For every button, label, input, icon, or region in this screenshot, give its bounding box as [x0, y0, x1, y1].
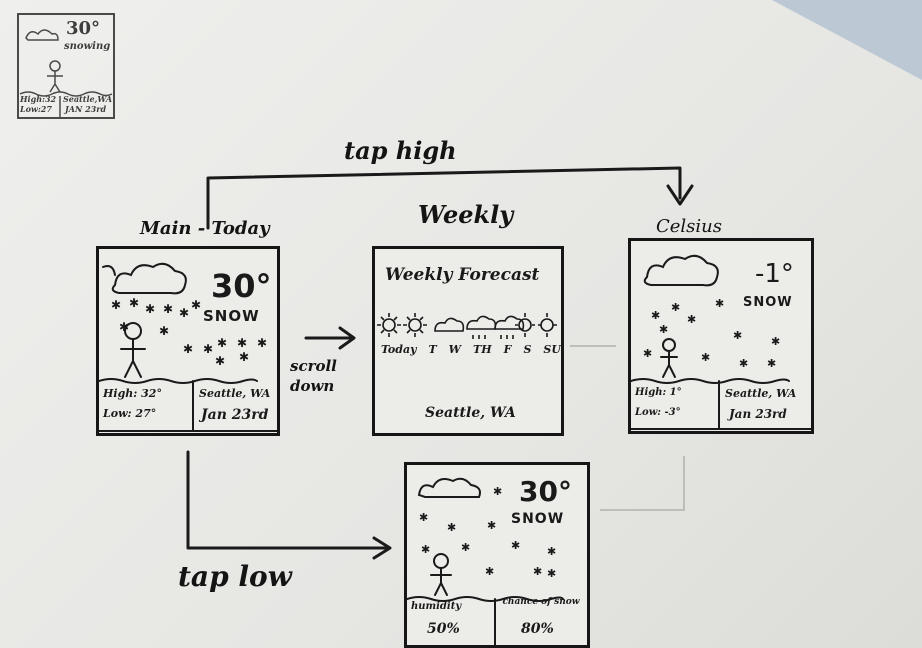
cloud-icon — [645, 256, 718, 286]
weekly-heading: Weekly Forecast — [385, 265, 539, 285]
svg-text:✱: ✱ — [163, 302, 173, 316]
svg-text:✱: ✱ — [237, 336, 247, 350]
sun-icon — [515, 313, 535, 337]
svg-text:✱: ✱ — [485, 565, 494, 578]
chance-label: chance of snow — [501, 597, 581, 607]
celsius-temp: -1° — [755, 259, 794, 289]
low-temp: 30° — [519, 475, 572, 508]
thumb-low: Low:27 — [20, 104, 52, 114]
svg-text:✱: ✱ — [145, 302, 155, 316]
svg-text:✱: ✱ — [217, 336, 227, 350]
svg-text:✱: ✱ — [643, 347, 652, 360]
svg-text:✱: ✱ — [733, 329, 742, 342]
cloud-icon — [113, 264, 186, 294]
day-fri: F — [504, 343, 512, 356]
weekly-city: Seattle, WA — [425, 405, 516, 421]
weekly-title: Weekly — [418, 200, 513, 229]
svg-text:✱: ✱ — [493, 485, 502, 498]
svg-text:✱: ✱ — [421, 543, 430, 556]
main-today-screen: ✱✱✱ ✱✱✱ ✱✱✱ ✱✱✱ ✱✱✱ 30° SNOW High: 32° L… — [96, 246, 280, 436]
thumb-date: JAN 23rd — [65, 104, 106, 114]
main-high: High: 32° — [103, 387, 162, 400]
thumb-city: Seattle,WA — [63, 94, 112, 104]
svg-text:✱: ✱ — [671, 301, 680, 314]
sun-icon — [403, 313, 427, 337]
svg-text:✱: ✱ — [659, 323, 668, 336]
celsius-screen: ✱✱✱ ✱✱✱ ✱✱✱ ✱✱ -1° SNOW High: 1° Low: -3… — [628, 238, 814, 434]
weekly-days: Today T W TH F S SU — [381, 343, 561, 356]
person-icon — [663, 339, 675, 351]
svg-text:✱: ✱ — [487, 519, 496, 532]
day-sun: SU — [543, 343, 561, 356]
chance-value: 80% — [521, 621, 554, 637]
svg-text:✱: ✱ — [651, 309, 660, 322]
day-thu: TH — [473, 343, 492, 356]
svg-text:✱: ✱ — [461, 541, 470, 554]
scroll-down-label: scroll down — [290, 356, 350, 396]
tap-high-label: tap high — [344, 136, 457, 165]
svg-text:✱: ✱ — [203, 342, 213, 356]
svg-text:✱: ✱ — [739, 357, 748, 370]
celsius-city: Seattle, WA — [725, 387, 796, 400]
main-cond: SNOW — [203, 307, 260, 325]
main-low: Low: 27° — [103, 407, 156, 420]
sun-icon — [538, 313, 557, 337]
svg-text:✱: ✱ — [129, 296, 139, 310]
svg-text:✱: ✱ — [447, 521, 456, 534]
tap-low-path — [188, 452, 388, 548]
thumb-cond: snowing — [64, 41, 110, 52]
cloud-icon — [435, 318, 463, 331]
celsius-cond: SNOW — [743, 295, 793, 310]
celsius-high: High: 1° — [635, 387, 682, 398]
svg-text:✱: ✱ — [419, 511, 428, 524]
svg-text:✱: ✱ — [511, 539, 520, 552]
humidity-label: humidity — [411, 601, 461, 612]
tap-low-label: tap low — [178, 560, 292, 593]
day-wed: W — [449, 343, 461, 356]
svg-text:✱: ✱ — [767, 357, 776, 370]
cloud-icon — [467, 316, 495, 329]
main-date: Jan 23rd — [201, 407, 268, 423]
main-city: Seattle, WA — [199, 387, 270, 400]
humidity-value: 50% — [427, 621, 460, 637]
svg-text:✱: ✱ — [771, 335, 780, 348]
svg-text:✱: ✱ — [111, 298, 121, 312]
svg-text:✱: ✱ — [183, 342, 193, 356]
day-sat: S — [523, 343, 531, 356]
svg-text:✱: ✱ — [191, 298, 201, 312]
celsius-date: Jan 23rd — [729, 407, 787, 421]
svg-text:✱: ✱ — [715, 297, 724, 310]
day-today: Today — [381, 343, 416, 356]
person-icon — [434, 554, 448, 568]
svg-text:✱: ✱ — [547, 567, 556, 580]
svg-text:✱: ✱ — [239, 350, 249, 364]
svg-text:✱: ✱ — [547, 545, 556, 558]
svg-text:✱: ✱ — [179, 306, 189, 320]
low-cond: SNOW — [511, 511, 564, 527]
weekly-screen: Weekly Forecast Today T W TH F S SU Seat… — [372, 246, 564, 436]
svg-text:✱: ✱ — [119, 320, 129, 334]
svg-text:✱: ✱ — [687, 313, 696, 326]
svg-text:✱: ✱ — [701, 351, 710, 364]
day-tue: T — [428, 343, 436, 356]
celsius-low: Low: -3° — [635, 407, 681, 418]
celsius-title: Celsius — [656, 216, 722, 237]
main-title: Main - Today — [140, 218, 270, 239]
svg-text:✱: ✱ — [159, 324, 169, 338]
sun-icon — [377, 313, 401, 337]
svg-text:✱: ✱ — [215, 354, 225, 368]
thumb-temp: 30° — [66, 18, 100, 39]
cloud-icon — [419, 479, 480, 497]
thumb-high: High:32 — [20, 94, 56, 104]
main-temp: 30° — [211, 267, 272, 305]
low-detail-screen: ✱ ✱ ✱ ✱ ✱ ✱ ✱ ✱ ✱ ✱ ✱ 30° SNOW humidity 50% cha… — [404, 462, 590, 648]
svg-text:✱: ✱ — [257, 336, 267, 350]
svg-text:✱: ✱ — [533, 565, 542, 578]
